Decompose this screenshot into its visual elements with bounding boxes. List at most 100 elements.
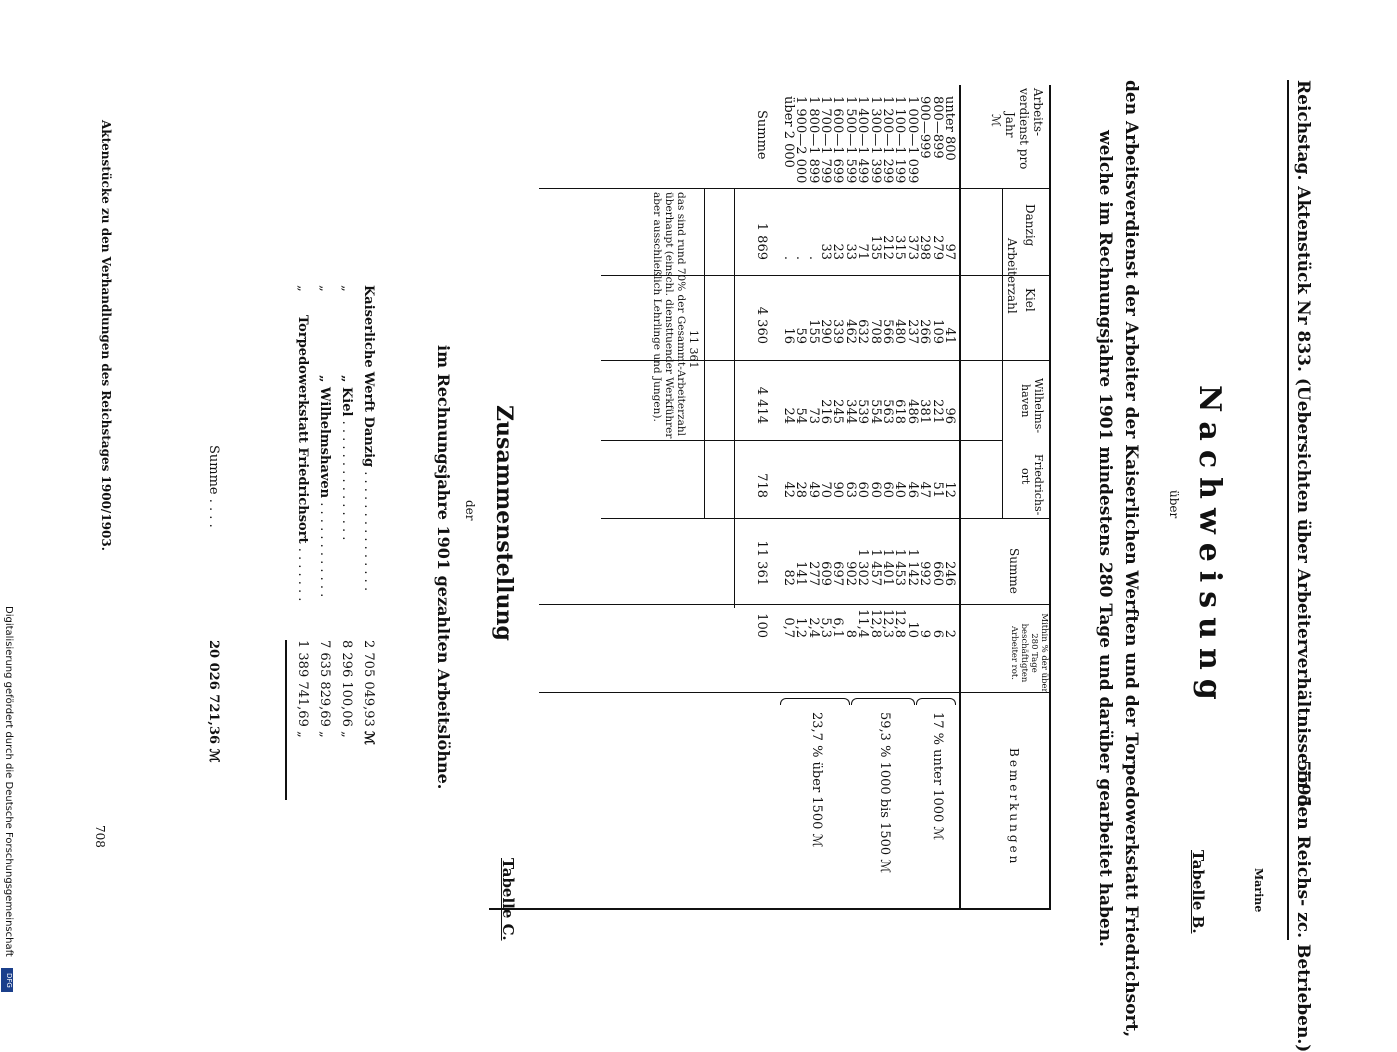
- row-prefix: „: [339, 285, 354, 292]
- cell-danzig: 135: [867, 235, 883, 260]
- cell-wilh: 24: [780, 407, 796, 424]
- value-kiel: 8 296 100,06: [339, 640, 354, 727]
- table-c-list: Kaiserliche Werft Danzig . . . . . . . .…: [291, 285, 379, 601]
- sum-bottom-rule: [704, 188, 705, 518]
- cell-fried: 46: [904, 481, 920, 498]
- title-line-1: den Arbeitsverdienst der Arbeiter der Ka…: [1121, 80, 1141, 1038]
- row-name: Werft Danzig: [361, 371, 376, 468]
- table-b-label: Tabelle B.: [1189, 850, 1207, 934]
- cell-danzig: .: [780, 255, 796, 260]
- table-c-row: Kaiserliche Werft Danzig . . . . . . . .…: [361, 285, 376, 592]
- table-c-sum-rule: [285, 640, 287, 800]
- brace-group-2: [851, 698, 915, 705]
- footnote-total: 11 361: [687, 330, 700, 369]
- dfg-note-text: Digitalisierung gefördert durch die Deut…: [3, 606, 14, 957]
- cell-wilh: 554: [867, 399, 883, 424]
- cell-kiel: 462: [842, 319, 858, 344]
- head-bemerkungen: Bemerkungen: [1007, 748, 1021, 867]
- dfg-logo: DFG: [1, 968, 13, 992]
- cell-danzig: 33: [817, 243, 833, 260]
- head-verdienst-3: Jahr: [1003, 112, 1017, 138]
- table-row: 1 900—2 000 . 59 54 28 141 1,2: [793, 92, 809, 642]
- col-rule-8: [489, 908, 1049, 910]
- table-sum-row: Summe 1 869 4 360 4 414 718 11 361 100: [754, 92, 770, 642]
- row-prefix: „: [295, 285, 310, 292]
- footer-page-number: 708: [93, 825, 107, 848]
- table-head-rule: [959, 85, 961, 910]
- head-wilhelmshaven: Wilhelms- haven: [1019, 378, 1045, 433]
- sum-label: Summe: [754, 110, 770, 160]
- table-c-sum-label: Summe . . . .: [206, 445, 221, 528]
- sum-top-rule: [734, 188, 735, 608]
- sum-summe: 11 361: [754, 540, 770, 587]
- table-c-der: der: [463, 500, 477, 521]
- sum-danzig: 1 869: [754, 222, 770, 260]
- group-head-rule: [1002, 188, 1003, 518]
- table-c-row: „„ Wilhelmshaven . . . . . . . . . . . .: [313, 285, 335, 601]
- head-verdienst-1: Arbeits-: [1031, 88, 1045, 137]
- head-wilh-1: Wilhelms-: [1032, 378, 1045, 434]
- brace-group-3: [780, 698, 850, 705]
- table-spacer-row: [767, 92, 781, 642]
- unit-friedrichsort: „: [295, 730, 310, 738]
- table-c-row: „„ Kiel . . . . . . . . . . . . . . .: [335, 285, 357, 601]
- dfg-side-note: Digitalisierung gefördert durch die Deut…: [0, 0, 14, 1000]
- cell-pct: 12,8: [867, 609, 883, 638]
- cell-fried: 51: [929, 481, 945, 498]
- footnote: das sind rund 70% der Gesammt-Arbeiterza…: [651, 192, 687, 438]
- footnote-line-2: überhaupt (einschl. diensttuender Werkfü…: [663, 192, 675, 439]
- table-row: 800—899 279 109 221 51 660 6: [929, 92, 945, 642]
- head-verdienst-2: verdienst pro: [1017, 88, 1031, 170]
- row-label: 800—899: [929, 96, 945, 159]
- table-c-title: Zusammenstellung: [491, 405, 517, 641]
- remark-1: 17 % unter 1000 ℳ: [930, 712, 945, 841]
- sum-kiel: 4 360: [754, 306, 770, 344]
- remark-3: 23,7 % über 1500 ℳ: [809, 712, 824, 848]
- cell-pct: 8: [842, 629, 858, 638]
- table-c-row: „Torpedowerkstatt Friedrichsort . . . . …: [291, 285, 313, 601]
- footer-title: Aktenstücke zu den Verhandlungen des Rei…: [99, 120, 113, 551]
- footnote-line-3: aber ausschließlich Lehrlinge und Jungen…: [651, 192, 663, 422]
- table-c-label: Tabelle C.: [499, 858, 517, 941]
- head-summe: Summe: [1007, 548, 1021, 594]
- table-top-rule: [1049, 85, 1051, 910]
- row-prefix: „: [317, 285, 332, 292]
- unit-wilhelmshaven: „: [317, 730, 332, 738]
- row-name: „ Kiel: [339, 375, 354, 417]
- cell-wilh: 486: [904, 399, 920, 424]
- cell-kiel: 708: [867, 319, 883, 344]
- sum-unit: ℳ: [206, 748, 221, 763]
- table-row: 1 500—1 599 33 462 344 63 902 8: [842, 92, 858, 642]
- cell-danzig: 33: [842, 243, 858, 260]
- cell-danzig: .: [793, 255, 809, 260]
- head-wilh-2: haven: [1019, 384, 1032, 418]
- table-c-subtitle: im Rechnungsjahre 1901 gezahlten Arbeits…: [434, 345, 453, 790]
- title-line-2: welche im Rechnungsjahre 1901 mindestens…: [1095, 130, 1115, 947]
- brace-group-1: [916, 698, 956, 705]
- header-rule: [1287, 80, 1289, 940]
- running-header: Reichstag. Aktenstück Nr 833. (Uebersich…: [1293, 80, 1313, 1052]
- title-ueber: über: [1167, 490, 1181, 519]
- col-rule-7: [539, 692, 1049, 693]
- unit-danzig: ℳ: [361, 730, 376, 745]
- table-row: 1 000—1 099 373 237 486 46 1 142 10: [904, 92, 920, 642]
- head-danzig: Danzig: [1023, 204, 1037, 247]
- head-kiel: Kiel: [1023, 288, 1037, 312]
- table-b: unter 800 97 41 96 12 246 2 800—899 279 …: [754, 92, 957, 642]
- cell-summe: 1 457: [867, 548, 883, 586]
- head-fried-1: Friedrichs-: [1032, 454, 1045, 516]
- cell-wilh: 221: [929, 399, 945, 424]
- cell-summe: 1 142: [904, 548, 920, 586]
- sum-pct: 100: [754, 613, 770, 638]
- value-danzig: 2 705 049,93: [361, 640, 376, 727]
- head-friedrichsort: Friedrichs- ort: [1019, 454, 1045, 515]
- head-verdienst-4: ℳ: [989, 114, 1003, 127]
- cell-pct: 10: [904, 621, 920, 638]
- cell-fried: 42: [780, 481, 796, 498]
- cell-summe: 82: [780, 569, 796, 586]
- section-label: Marine: [1252, 868, 1265, 913]
- sum-value: 20 026 721,36: [206, 640, 221, 745]
- head-mithin: Mithin % der über 280 Tage beschäftigten…: [1009, 613, 1049, 693]
- cell-summe: 902: [842, 561, 858, 586]
- cell-danzig: .: [805, 255, 821, 260]
